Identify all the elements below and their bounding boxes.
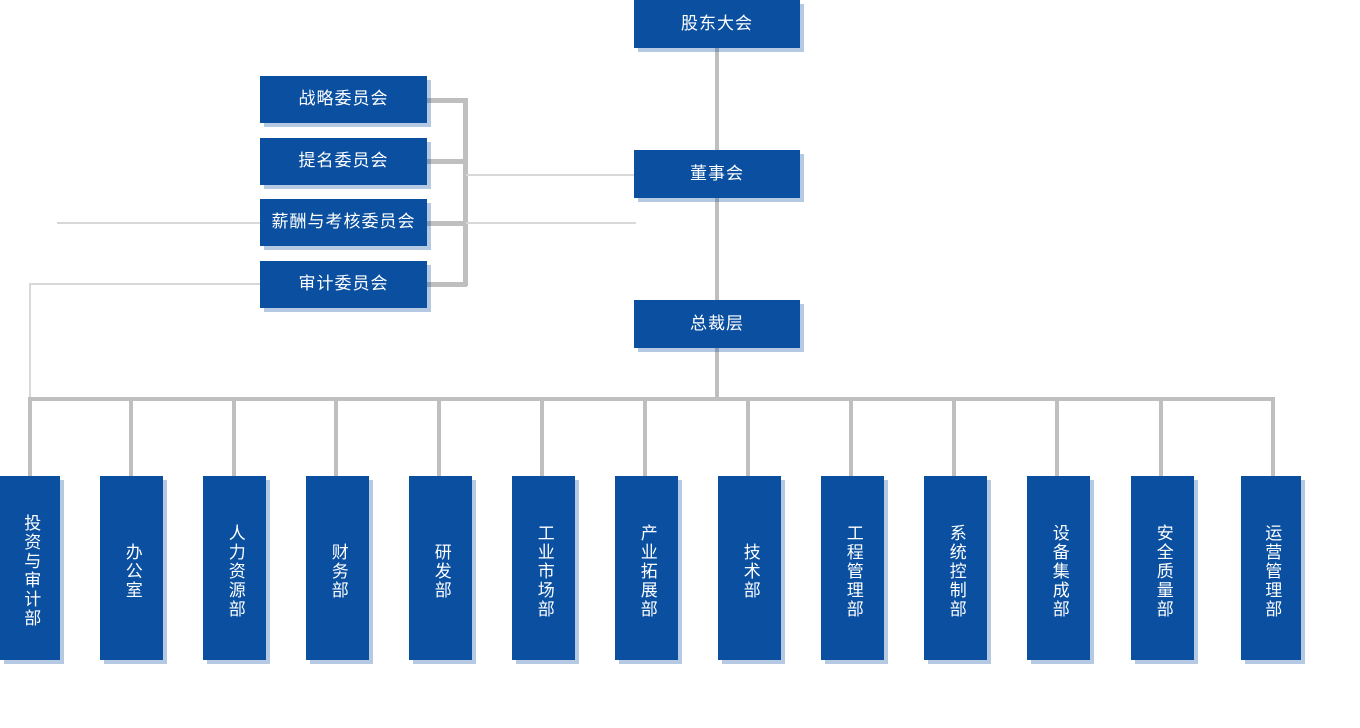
connector-committees-to-board [466, 174, 636, 176]
connector-audit-line-vertical [29, 283, 31, 399]
connector-committee-4-stub [427, 282, 467, 287]
node-department-operations-management-label: 运营管理部 [1261, 523, 1282, 619]
node-department-research-development[interactable]: 研发部 [409, 476, 472, 660]
node-committee-compensation-label: 薪酬与考核委员会 [271, 212, 416, 233]
node-committee-audit[interactable]: 审计委员会 [260, 261, 427, 308]
node-board-of-directors[interactable]: 董事会 [634, 150, 800, 198]
node-committee-compensation[interactable]: 薪酬与考核委员会 [260, 199, 427, 246]
node-committee-audit-label: 审计委员会 [298, 274, 389, 295]
node-department-investment-audit-label: 投资与审计部 [20, 514, 41, 628]
node-president-office-label: 总裁层 [690, 313, 744, 334]
connector-department-drop-4 [334, 397, 338, 476]
connector-committee-2-stub [427, 159, 467, 164]
connector-committee-spine [463, 98, 468, 286]
node-department-finance[interactable]: 财务部 [306, 476, 369, 660]
connector-department-drop-13 [1271, 397, 1275, 476]
node-department-technology[interactable]: 技术部 [718, 476, 781, 660]
node-shareholders-meeting[interactable]: 股东大会 [634, 0, 800, 48]
node-department-system-control-label: 系统控制部 [945, 523, 966, 619]
connector-department-bus [29, 397, 1275, 401]
connector-department-drop-12 [1159, 397, 1163, 476]
node-department-human-resources-label: 人力资源部 [224, 523, 245, 619]
node-department-operations-management[interactable]: 运营管理部 [1241, 476, 1301, 660]
node-department-equipment-integration-label: 设备集成部 [1048, 523, 1069, 619]
connector-department-drop-5 [437, 397, 441, 476]
node-department-investment-audit[interactable]: 投资与审计部 [0, 476, 60, 660]
node-department-system-control[interactable]: 系统控制部 [924, 476, 987, 660]
connector-department-drop-3 [232, 397, 236, 476]
node-department-safety-quality-label: 安全质量部 [1152, 523, 1173, 619]
connector-committee-3-stub [427, 221, 467, 226]
connector-department-drop-10 [952, 397, 956, 476]
connector-committee-1-stub [427, 98, 467, 103]
connector-department-drop-2 [129, 397, 133, 476]
node-department-finance-label: 财务部 [327, 542, 348, 600]
connector-president-drop [715, 348, 719, 401]
node-committee-strategy-label: 战略委员会 [298, 89, 389, 110]
node-committee-nomination-label: 提名委员会 [298, 151, 389, 172]
node-department-office[interactable]: 办公室 [100, 476, 163, 660]
node-board-of-directors-label: 董事会 [690, 163, 744, 184]
node-department-equipment-integration[interactable]: 设备集成部 [1027, 476, 1090, 660]
node-department-industry-expansion-label: 产业拓展部 [636, 523, 657, 619]
node-president-office[interactable]: 总裁层 [634, 300, 800, 348]
node-department-engineering-management-label: 工程管理部 [842, 523, 863, 619]
node-committee-strategy[interactable]: 战略委员会 [260, 76, 427, 123]
connector-department-drop-7 [643, 397, 647, 476]
connector-department-drop-1 [28, 397, 32, 476]
node-department-industrial-market-label: 工业市场部 [533, 523, 554, 619]
node-department-human-resources[interactable]: 人力资源部 [203, 476, 266, 660]
node-committee-nomination[interactable]: 提名委员会 [260, 138, 427, 185]
node-department-industry-expansion[interactable]: 产业拓展部 [615, 476, 678, 660]
node-department-industrial-market[interactable]: 工业市场部 [512, 476, 575, 660]
connector-board-to-president [715, 198, 719, 300]
connector-department-drop-8 [746, 397, 750, 476]
node-department-research-development-label: 研发部 [430, 542, 451, 600]
connector-compensation-line-right [466, 222, 636, 224]
connector-department-drop-11 [1055, 397, 1059, 476]
node-department-technology-label: 技术部 [739, 542, 760, 600]
node-department-office-label: 办公室 [121, 542, 142, 600]
connector-audit-line-horizontal [30, 283, 260, 285]
connector-department-drop-9 [849, 397, 853, 476]
connector-compensation-line-left [57, 222, 262, 224]
node-department-safety-quality[interactable]: 安全质量部 [1131, 476, 1194, 660]
connector-shareholders-to-board [715, 48, 719, 150]
node-department-engineering-management[interactable]: 工程管理部 [821, 476, 884, 660]
node-shareholders-meeting-label: 股东大会 [681, 13, 753, 34]
connector-department-drop-6 [540, 397, 544, 476]
